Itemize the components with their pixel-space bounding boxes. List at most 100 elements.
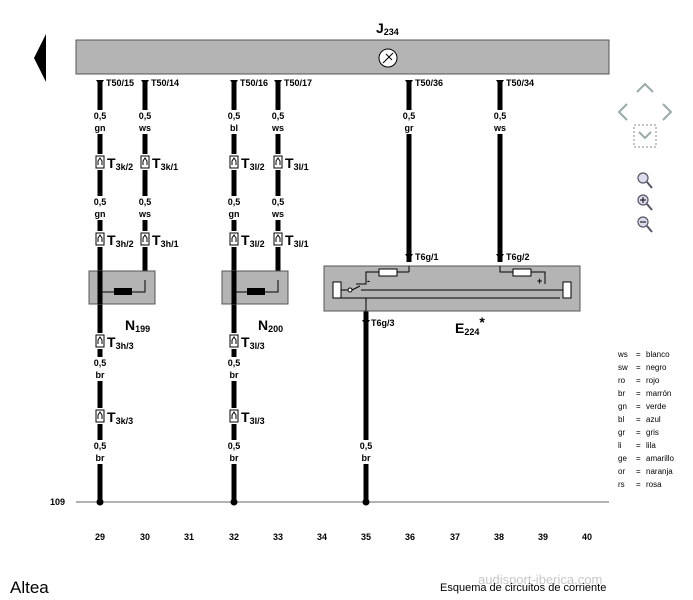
pin-label: T50/15	[106, 78, 134, 88]
ground-junctions	[96, 498, 370, 506]
column-number: 38	[494, 532, 504, 542]
module-j234-bar	[75, 39, 610, 75]
column-number: 37	[450, 532, 460, 542]
svg-text:ws=blanco: ws=blanco	[617, 350, 670, 359]
connector-icon	[229, 334, 239, 348]
wire-color: gn	[95, 123, 106, 133]
connector-label: T3h/3	[107, 334, 134, 351]
svg-text:li=lila: li=lila	[618, 441, 656, 450]
column-number: 40	[582, 532, 592, 542]
svg-text:gn=verde: gn=verde	[618, 402, 667, 411]
column-number: 29	[95, 532, 105, 542]
wire-gauge: 0,5	[403, 111, 416, 121]
column-number: 34	[317, 532, 327, 542]
e224-pin-in2: T6g/2	[506, 252, 530, 262]
wire-color: ws	[138, 123, 151, 133]
e224-minus-sign: -	[367, 276, 370, 286]
connectors-row1: T3k/2 T3k/1 T3l/2 T3l/1	[94, 154, 320, 172]
column-number: 35	[361, 532, 371, 542]
wire-gauge: 0,5	[94, 441, 107, 451]
wire-color: br	[230, 453, 239, 463]
component-e224: - +	[323, 265, 581, 312]
connector-label: T3k/3	[107, 409, 133, 426]
column-number: 30	[140, 532, 150, 542]
connector-label: T3l/2	[241, 232, 265, 249]
wire-gauge: 0,5	[360, 441, 373, 451]
wire-color: gr	[405, 123, 414, 133]
wire-color: ws	[138, 209, 151, 219]
ground-line-label: 109	[50, 497, 65, 507]
wire-gauge: 0,5	[94, 358, 107, 368]
column-number: 31	[184, 532, 194, 542]
pin-arrows	[96, 80, 504, 326]
column-number: 32	[229, 532, 239, 542]
top-wire-labels: 0,5 gn 0,5 ws 0,5 bl 0,5 ws 0,5 gr 0,5 w…	[92, 110, 508, 134]
wire-gauge: 0,5	[139, 111, 152, 121]
svg-text:rs=rosa: rs=rosa	[618, 480, 662, 489]
wire-gauge: 0,5	[272, 197, 285, 207]
connector-label: T3k/2	[107, 155, 133, 172]
pan-right-icon[interactable]	[662, 103, 673, 121]
pan-left-icon[interactable]	[617, 103, 628, 121]
wire-color: ws	[271, 209, 284, 219]
connector-icon	[229, 155, 239, 169]
svg-text:ge=amarillo: ge=amarillo	[618, 454, 675, 463]
pan-down-icon[interactable]	[633, 124, 657, 148]
connector-label: T3l/3	[241, 409, 265, 426]
column-numbers: 29 30 31 32 33 34 35 36 37 38 39 40	[95, 532, 592, 542]
wire-gauge: 0,5	[94, 111, 107, 121]
wire-color: ws	[493, 123, 506, 133]
connector-icon	[95, 232, 105, 246]
pan-up-icon[interactable]	[636, 82, 654, 93]
connector-label: T3l/1	[285, 232, 309, 249]
wire-gauge: 0,5	[228, 441, 241, 451]
top-pin-labels: T50/15 T50/14 T50/16 T50/17 T50/36 T50/3…	[106, 78, 534, 88]
connector-icon	[140, 155, 150, 169]
connector-label: T3l/2	[241, 155, 265, 172]
wire-color: ws	[271, 123, 284, 133]
color-legend: ws=blanco sw=negro ro=rojo br=marrón gn=…	[617, 350, 675, 489]
component-n199-label: N199	[125, 317, 150, 334]
footer-model: Altea	[10, 578, 49, 597]
zoom-out-icon[interactable]	[637, 216, 653, 233]
zoom-in-icon[interactable]	[637, 194, 653, 211]
pin-label: T50/16	[240, 78, 268, 88]
connector-label: T3h/1	[152, 232, 179, 249]
pin-label: T50/14	[151, 78, 179, 88]
column-number: 36	[405, 532, 415, 542]
e224-pin-out: T6g/3	[371, 318, 395, 328]
wire-color: br	[362, 453, 371, 463]
wire-gauge: 0,5	[228, 197, 241, 207]
module-j234-label: J234	[376, 20, 399, 37]
connector-icon	[95, 155, 105, 169]
module-ground-symbol-icon	[378, 48, 398, 68]
back-arrow-icon[interactable]	[34, 34, 46, 82]
pin-label: T50/34	[506, 78, 534, 88]
footer-title: Esquema de circuitos de corriente	[440, 582, 606, 594]
column-number: 39	[538, 532, 548, 542]
svg-text:br=marrón: br=marrón	[618, 389, 671, 398]
connector-icon	[273, 232, 283, 246]
component-n199	[88, 270, 156, 305]
wire-gauge: 0,5	[139, 197, 152, 207]
wire-color: br	[96, 370, 105, 380]
connector-label: T3l/1	[285, 155, 309, 172]
connectors-row2: T3h/2 T3h/1 T3l/2 T3l/1	[94, 231, 320, 249]
wire-color: br	[96, 453, 105, 463]
connector-label: T3k/1	[152, 155, 178, 172]
e224-pin-in1: T6g/1	[415, 252, 439, 262]
connector-icon	[229, 232, 239, 246]
svg-text:ro=rojo: ro=rojo	[618, 376, 660, 385]
connector-label: T3h/2	[107, 232, 134, 249]
lower-connectors: T3h/3 T3l/3 T3k/3 T3l/3	[94, 333, 276, 426]
wire-gauge: 0,5	[228, 358, 241, 368]
component-n200	[221, 270, 289, 305]
zoom-search-icon[interactable]	[637, 172, 653, 189]
svg-text:sw=negro: sw=negro	[618, 363, 667, 372]
connector-label: T3l/3	[241, 334, 265, 351]
connector-icon	[95, 334, 105, 348]
svg-text:gr=gris: gr=gris	[618, 428, 659, 437]
pin-label: T50/36	[415, 78, 443, 88]
wire-gauge: 0,5	[94, 197, 107, 207]
